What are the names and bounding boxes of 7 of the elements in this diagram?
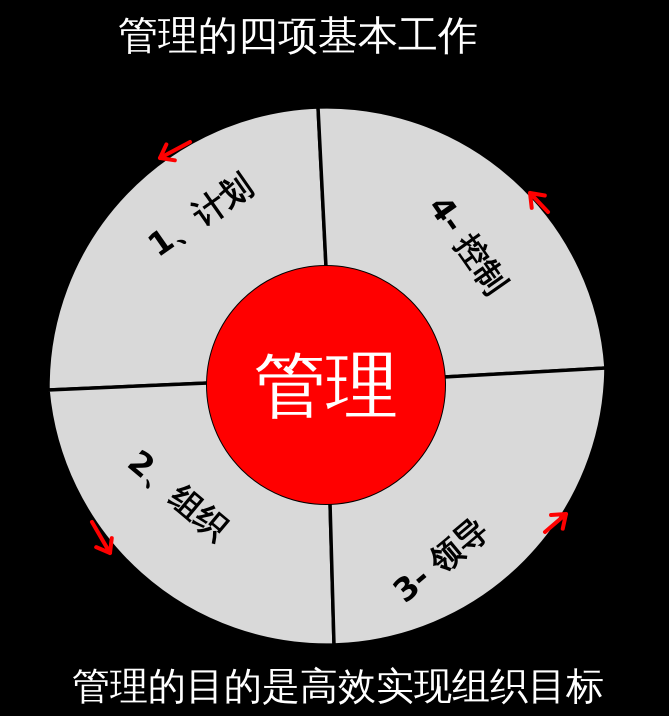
caption: 管理的目的是高效实现组织目标 bbox=[72, 666, 604, 708]
segment-label: 2、组织 bbox=[122, 444, 234, 546]
segment-label: 3- 领导 bbox=[387, 512, 493, 608]
segment-label: 1、计划 bbox=[142, 168, 258, 262]
center-label: 管理 bbox=[254, 349, 398, 421]
segment-label: 4- 控制 bbox=[423, 190, 513, 300]
title: 管理的四项基本工作 bbox=[118, 14, 478, 58]
